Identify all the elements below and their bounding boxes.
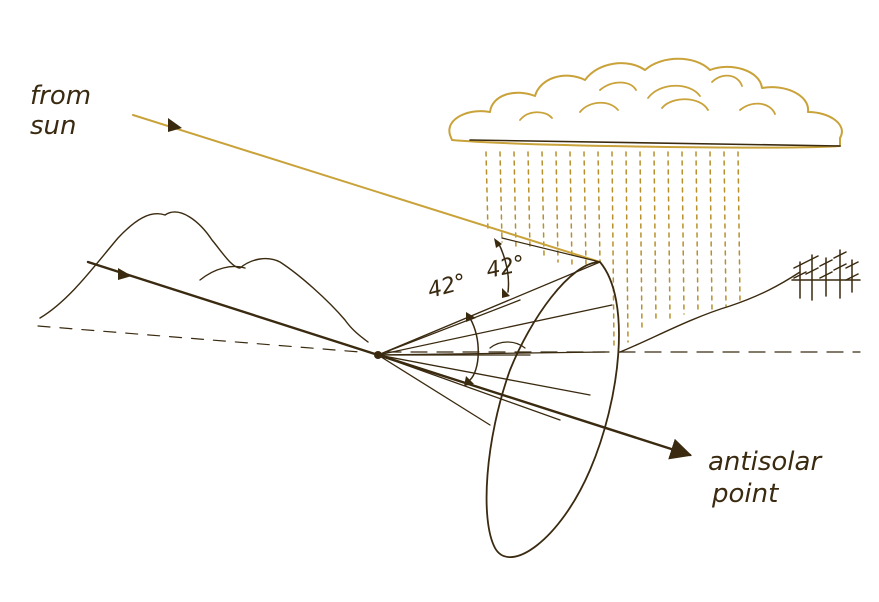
rain-streaks [485, 151, 741, 346]
rainbow-rays [377, 261, 613, 426]
angle-label-42-top: 42° [484, 251, 527, 284]
from-sun-label-line1: from [30, 81, 91, 111]
sun-ray [132, 114, 601, 263]
tree-cluster [791, 249, 861, 301]
antisolar-label-line1: antisolar [708, 447, 823, 477]
from-sun-label-line2: sun [30, 111, 77, 141]
angle-label-42-left: 42° [425, 270, 469, 304]
rainbow-ellipse [485, 261, 620, 559]
angle-arcs [464, 238, 510, 386]
rain-cloud [448, 57, 843, 149]
left-hills [37, 211, 369, 353]
from-sun-label: from sun [30, 81, 91, 141]
antisolar-point-label: antisolar point [708, 447, 823, 509]
antisolar-label-line2: point [711, 479, 779, 509]
right-hill [384, 271, 861, 353]
